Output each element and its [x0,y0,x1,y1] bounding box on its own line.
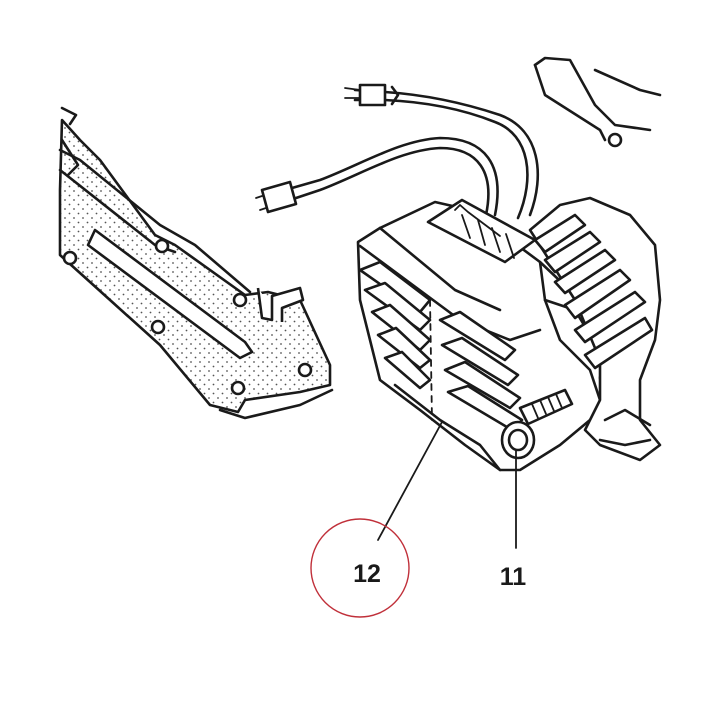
housing-top [533,56,662,148]
bolt-hole [154,238,170,254]
callout-11[interactable]: 11 [500,563,527,591]
mounting-plate [58,106,334,420]
bolt-hole [62,250,78,266]
callout-12[interactable]: 12 [310,518,410,618]
cooling-fins [528,196,662,462]
bolt-hole [232,292,248,308]
bolt-hole [230,380,246,396]
wire-connector [255,180,298,214]
wire-harness [255,83,540,220]
bolt-hole [297,362,313,378]
leader-line-12 [377,421,443,541]
callout-label-12: 12 [353,560,381,588]
callout-label-11: 11 [500,563,527,591]
wire-connector [344,83,387,107]
bolt-part-11 [500,388,574,460]
highlight-circle [310,518,410,618]
bolt-hole [150,319,166,335]
